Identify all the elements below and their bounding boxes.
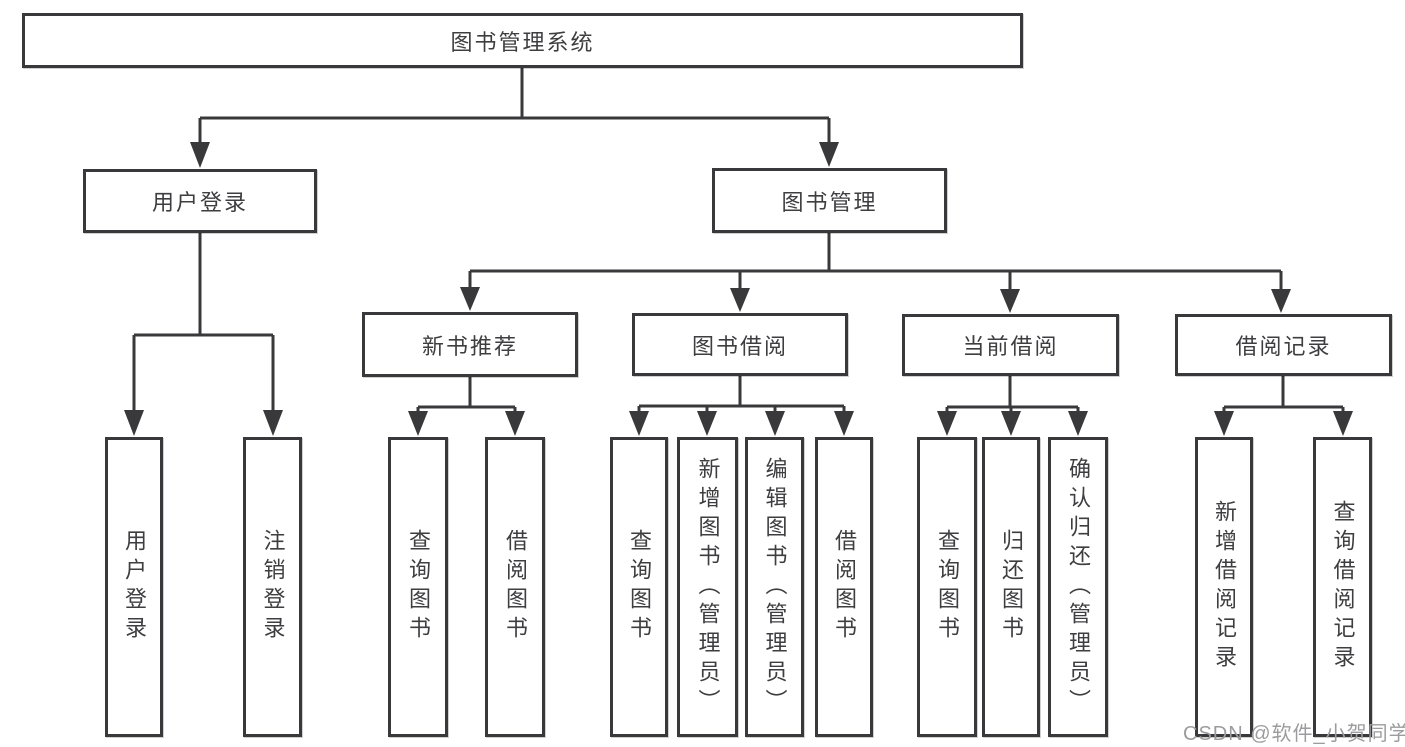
leaf-query-books-borrowing: 查询图书 [610, 437, 668, 737]
leaf-confirm-return-admin: 确认归还（管理员） [1048, 437, 1108, 737]
node-label: 查询图书 [406, 529, 431, 645]
node-borrowing-records: 借阅记录 [1175, 314, 1392, 376]
node-current-borrowing: 当前借阅 [902, 314, 1119, 376]
leaf-borrow-books: 借阅图书 [815, 437, 873, 737]
node-label: 查询图书 [627, 529, 652, 645]
leaf-query-books-current: 查询图书 [917, 437, 977, 737]
node-book-management: 图书管理 [712, 168, 947, 233]
node-label: 归还图书 [999, 529, 1024, 645]
leaf-query-books-recommendation: 查询图书 [388, 437, 448, 737]
node-label: 借阅图书 [832, 529, 857, 645]
node-label: 当前借阅 [962, 334, 1059, 359]
node-label: 编辑图书（管理员） [762, 456, 788, 718]
leaf-user-login: 用户登录 [105, 437, 163, 737]
node-label: 图书管理系统 [450, 29, 595, 55]
node-label: 借阅记录 [1235, 334, 1332, 359]
arrowheads [124, 142, 1353, 436]
node-label: 用户登录 [122, 529, 147, 645]
node-label: 用户登录 [151, 190, 248, 215]
node-label: 查询借阅记录 [1330, 500, 1356, 674]
leaf-add-books-admin: 新增图书（管理员） [677, 437, 738, 737]
leaf-borrow-books-recommendation: 借阅图书 [485, 437, 545, 737]
leaf-query-borrowing-record: 查询借阅记录 [1313, 437, 1372, 737]
node-library-management-system: 图书管理系统 [22, 13, 1023, 68]
node-new-book-recommendation: 新书推荐 [362, 312, 578, 377]
leaf-return-books: 归还图书 [982, 437, 1040, 737]
node-label: 新增图书（管理员） [695, 456, 721, 718]
node-label: 注销登录 [260, 529, 286, 645]
node-label: 查询图书 [935, 529, 960, 645]
node-label: 确认归还（管理员） [1066, 456, 1091, 718]
csdn-watermark: CSDN @软件_小贺同学 [1183, 723, 1405, 745]
node-label: 图书管理 [781, 189, 878, 215]
leaf-add-borrowing-record: 新增借阅记录 [1195, 437, 1253, 737]
node-label: 图书借阅 [691, 333, 788, 359]
leaf-edit-books-admin: 编辑图书（管理员） [745, 437, 804, 737]
node-book-borrowing: 图书借阅 [632, 313, 848, 376]
leaf-logout: 注销登录 [243, 437, 302, 737]
node-label: 新增借阅记录 [1212, 500, 1237, 674]
node-user-login: 用户登录 [83, 169, 317, 233]
node-label: 新书推荐 [421, 333, 518, 359]
node-label: 借阅图书 [503, 529, 528, 645]
connector-paths [132, 68, 1345, 416]
